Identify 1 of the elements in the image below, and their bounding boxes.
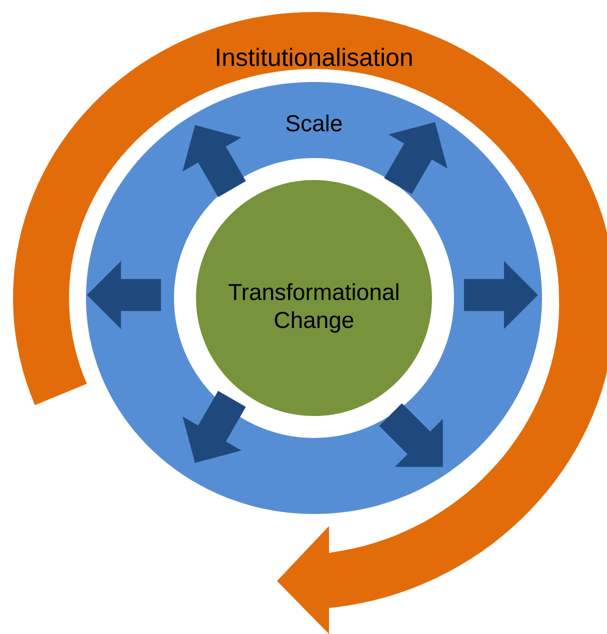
- circle-node: Transformational Change: [196, 180, 432, 416]
